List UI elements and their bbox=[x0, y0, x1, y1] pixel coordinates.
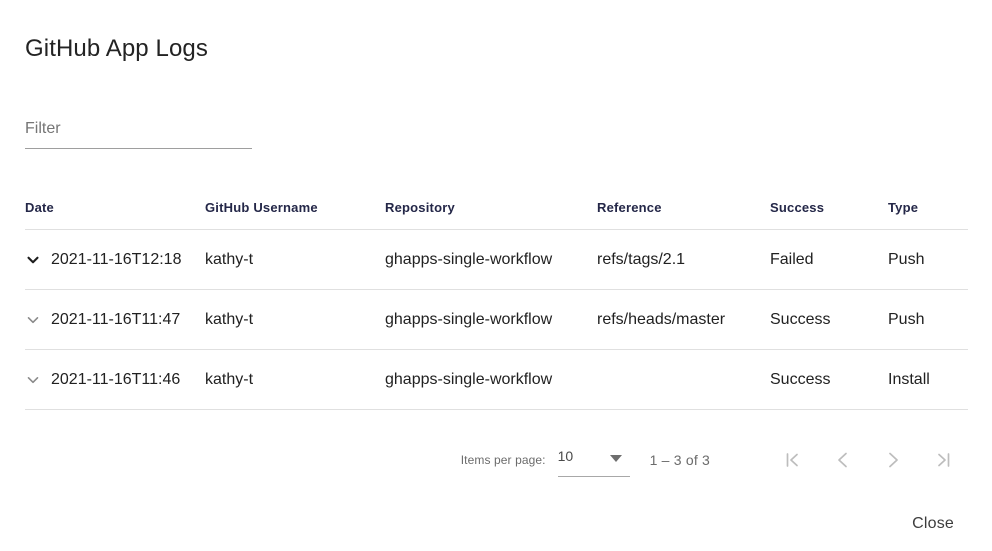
expand-row-button[interactable] bbox=[17, 244, 49, 276]
cell-repository: ghapps-single-workflow bbox=[385, 310, 553, 328]
cell-github-username: kathy-t bbox=[205, 250, 254, 268]
cell-github-username: kathy-t bbox=[205, 310, 254, 328]
cell-date: 2021-11-16T11:47 bbox=[51, 310, 181, 328]
cell-date: 2021-11-16T11:46 bbox=[51, 370, 181, 388]
previous-page-button[interactable] bbox=[823, 440, 863, 480]
expand-row-button[interactable] bbox=[17, 364, 49, 396]
next-page-button[interactable] bbox=[873, 440, 913, 480]
page-range-label: 1 – 3 of 3 bbox=[649, 452, 710, 468]
paginator: Items per page: 10 1 – 3 of 3 bbox=[25, 432, 968, 488]
cell-success: Success bbox=[770, 310, 831, 328]
cell-type: Push bbox=[888, 310, 925, 328]
filter-underline bbox=[25, 148, 252, 149]
select-underline bbox=[557, 476, 630, 477]
column-header-github-username[interactable]: GitHub Username bbox=[205, 200, 318, 215]
chevron-down-icon bbox=[27, 376, 39, 383]
first-page-icon bbox=[786, 453, 798, 467]
cell-github-username: kathy-t bbox=[205, 370, 254, 388]
column-header-type[interactable]: Type bbox=[888, 200, 919, 215]
logs-table: Date GitHub Username Repository Referenc… bbox=[25, 186, 968, 410]
cell-success: Failed bbox=[770, 250, 814, 268]
items-per-page-label: Items per page: bbox=[460, 453, 546, 467]
chevron-right-icon bbox=[889, 452, 898, 468]
last-page-button[interactable] bbox=[923, 440, 963, 480]
expand-row-button[interactable] bbox=[17, 304, 49, 336]
cell-success: Success bbox=[770, 370, 831, 388]
filter-field[interactable] bbox=[25, 115, 252, 149]
cell-date: 2021-11-16T12:18 bbox=[51, 250, 182, 268]
column-header-repository[interactable]: Repository bbox=[385, 200, 455, 215]
cell-type: Push bbox=[888, 250, 925, 268]
items-per-page-select[interactable]: 10 bbox=[557, 446, 630, 477]
page-title: GitHub App Logs bbox=[25, 35, 208, 62]
chevron-down-icon bbox=[27, 256, 39, 263]
items-per-page-value: 10 bbox=[557, 448, 574, 464]
cell-repository: ghapps-single-workflow bbox=[385, 250, 553, 268]
filter-input[interactable] bbox=[25, 115, 252, 143]
cell-reference: refs/heads/master bbox=[597, 310, 726, 328]
column-header-reference[interactable]: Reference bbox=[597, 200, 662, 215]
cell-type: Install bbox=[888, 370, 930, 388]
chevron-down-icon bbox=[609, 455, 622, 462]
table-row[interactable]: 2021-11-16T11:47 kathy-t ghapps-single-w… bbox=[25, 290, 968, 350]
close-button[interactable]: Close bbox=[898, 506, 968, 542]
table-row[interactable]: 2021-11-16T11:46 kathy-t ghapps-single-w… bbox=[25, 350, 968, 410]
table-row[interactable]: 2021-11-16T12:18 kathy-t ghapps-single-w… bbox=[25, 230, 968, 290]
chevron-left-icon bbox=[838, 452, 847, 468]
cell-repository: ghapps-single-workflow bbox=[385, 370, 553, 388]
first-page-button[interactable] bbox=[773, 440, 813, 480]
last-page-icon bbox=[938, 453, 950, 467]
column-header-date[interactable]: Date bbox=[25, 200, 54, 215]
chevron-down-icon bbox=[27, 316, 39, 323]
table-header-row: Date GitHub Username Repository Referenc… bbox=[25, 186, 968, 230]
cell-reference: refs/tags/2.1 bbox=[597, 250, 686, 268]
column-header-success[interactable]: Success bbox=[770, 200, 825, 215]
